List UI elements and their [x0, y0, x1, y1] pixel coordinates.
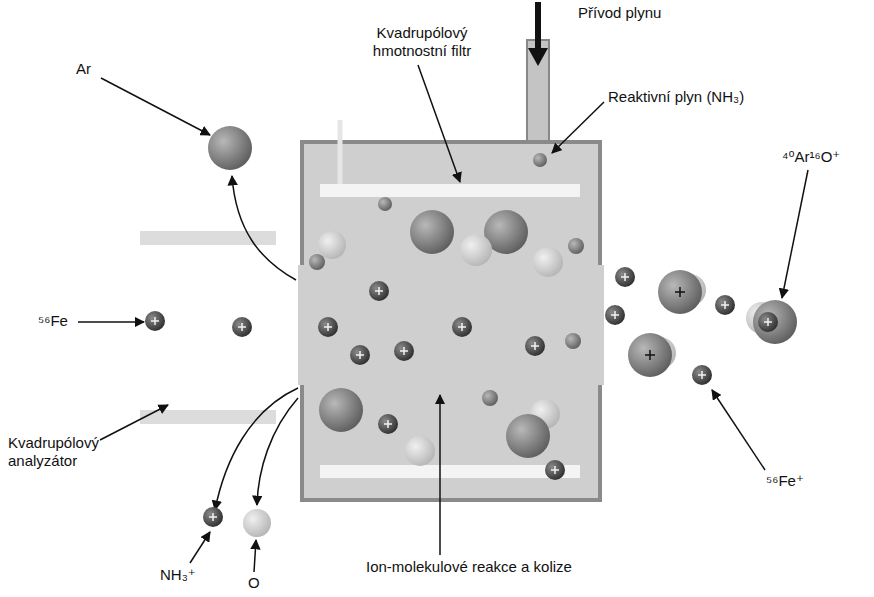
gas-inlet-label: Přívod plynu	[578, 4, 661, 22]
charge-sign	[238, 323, 246, 331]
filter-label: Kvadrupólový hmotnostní filtr	[352, 24, 492, 60]
interference-ion-label: ⁴⁰Ar¹⁶O⁺	[782, 148, 840, 166]
charge-sign	[531, 342, 539, 350]
charge-sign	[458, 323, 466, 331]
ion-sphere	[452, 317, 472, 337]
ammonia-ion-label: NH₃⁺	[160, 566, 196, 584]
oxygen-label: O	[248, 574, 260, 592]
charge-sign	[764, 318, 772, 326]
ion-sphere	[545, 460, 565, 480]
charge-sign	[645, 350, 655, 360]
charge-sign	[698, 371, 706, 379]
ion-sphere	[715, 295, 735, 315]
iron-ion-label: ⁵⁶Fe⁺	[766, 472, 804, 490]
ion-sphere	[232, 317, 252, 337]
charge-sign	[400, 347, 408, 355]
ion-sphere	[692, 365, 712, 385]
charge-sign	[721, 301, 729, 309]
iron-label: ⁵⁶Fe	[38, 312, 68, 330]
ion-sphere	[615, 267, 635, 287]
reagent-gas-label: Reaktivní plyn (NH₃)	[608, 88, 744, 106]
ion-sphere	[525, 336, 545, 356]
charge-sign	[611, 311, 619, 319]
ion-sphere	[318, 317, 338, 337]
ion-sphere	[203, 507, 223, 527]
charge-sign	[324, 323, 332, 331]
charge-sign	[384, 420, 392, 428]
charge-sign	[209, 513, 217, 521]
ion-sphere	[145, 311, 165, 331]
argon-label: Ar	[76, 60, 91, 78]
charge-sign	[356, 351, 364, 359]
ion-sphere	[378, 414, 398, 434]
charge-sign	[675, 287, 685, 297]
reaction-label: Ion-molekulové reakce a kolize	[366, 558, 572, 576]
ion-sphere	[350, 345, 370, 365]
ion-sphere	[394, 341, 414, 361]
ion-sphere	[758, 312, 778, 332]
analyzer-label: Kvadrupólový analyzátor	[8, 434, 120, 470]
charge-sign	[551, 466, 559, 474]
charge-sign	[621, 273, 629, 281]
ion-sphere	[369, 281, 389, 301]
charge-sign	[375, 287, 383, 295]
ion-sphere	[605, 305, 625, 325]
charge-sign	[151, 317, 159, 325]
